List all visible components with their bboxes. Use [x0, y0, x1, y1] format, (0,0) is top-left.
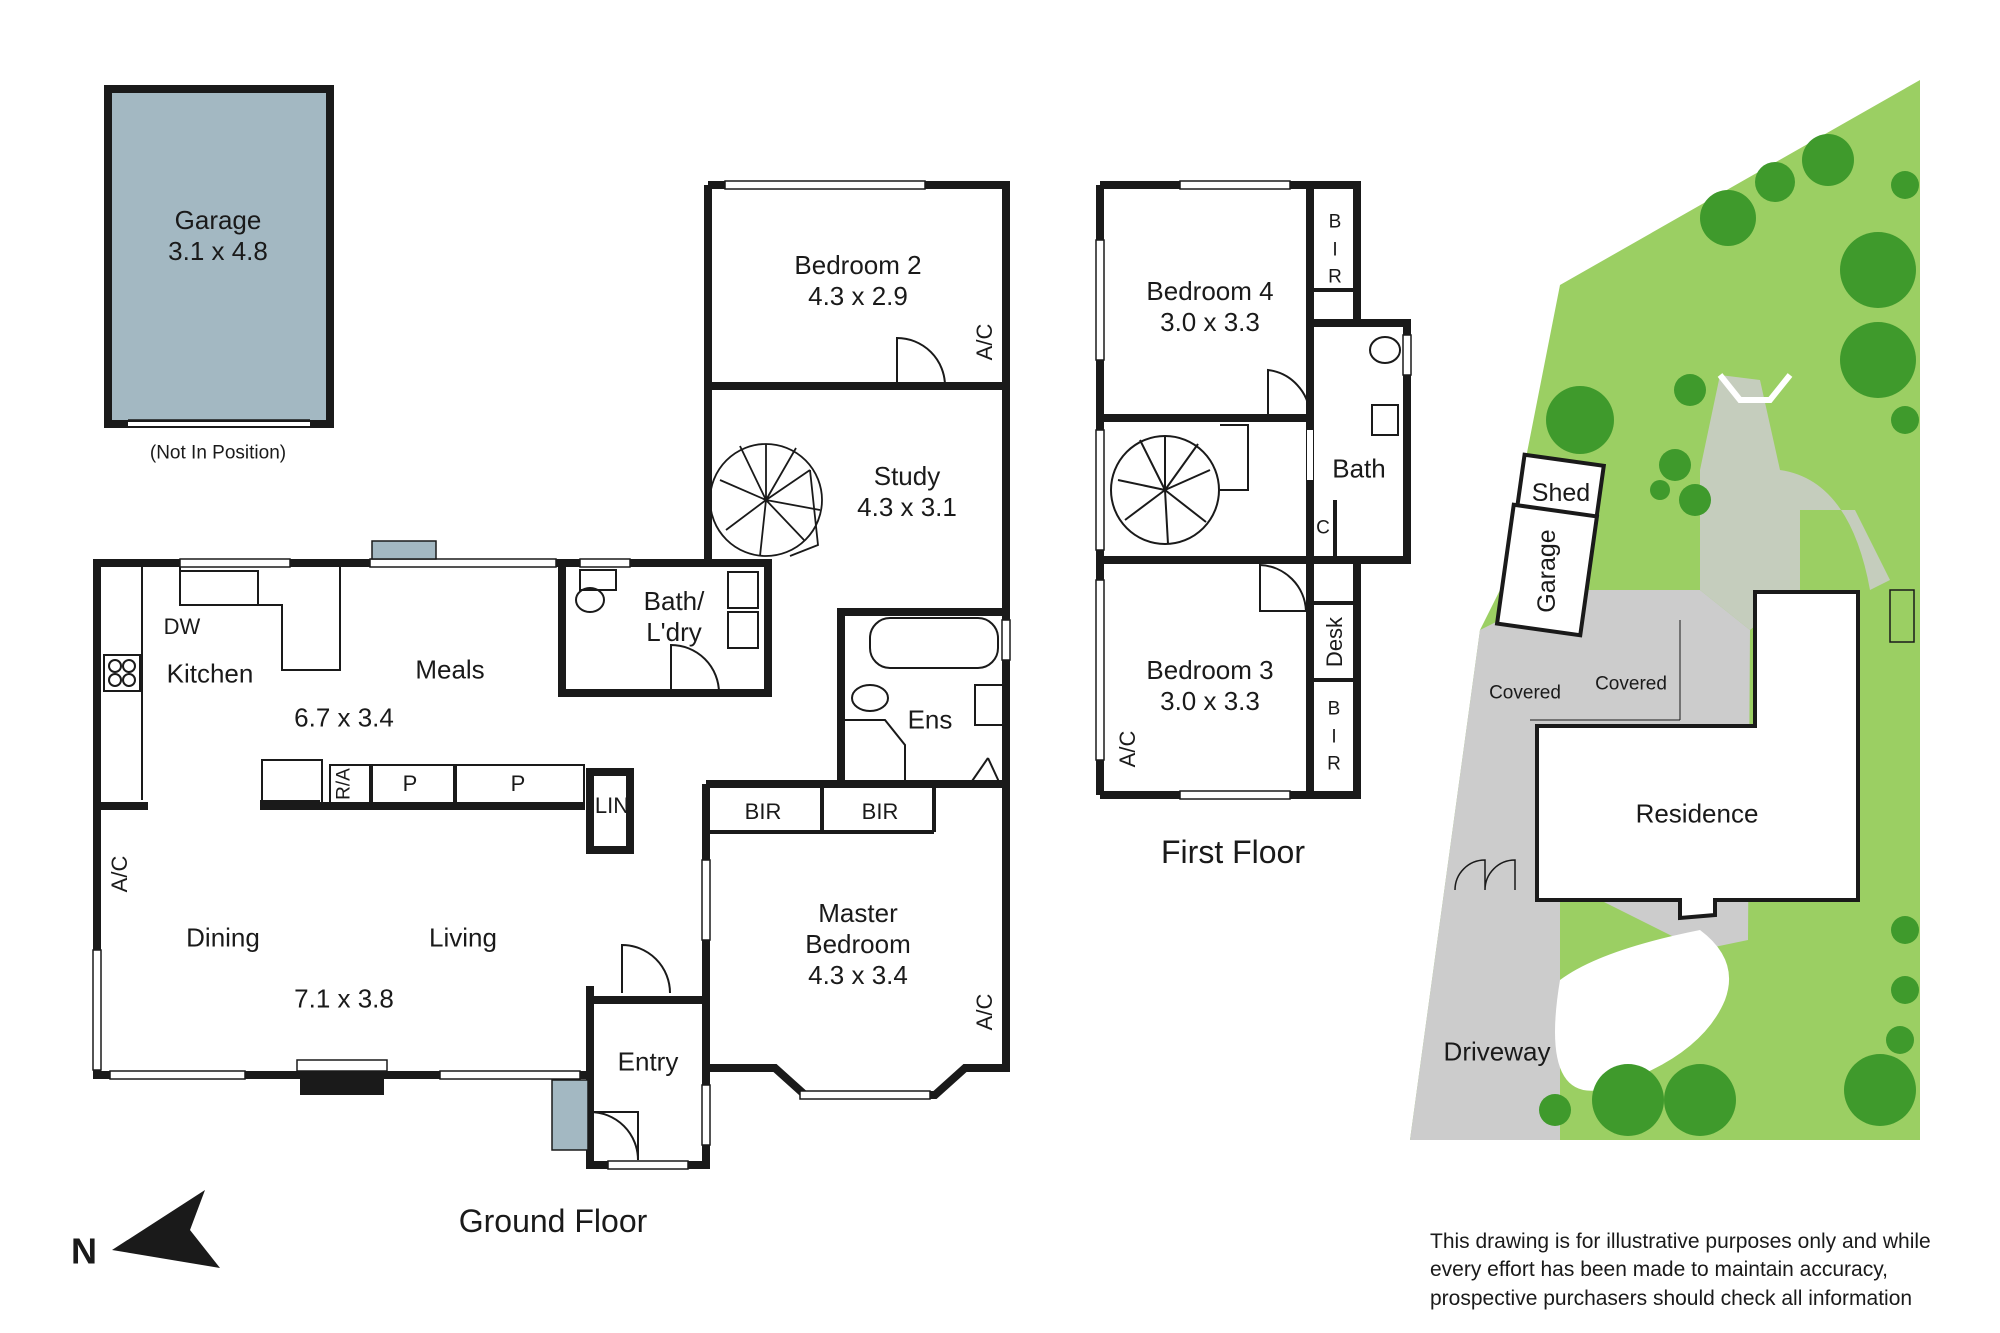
first-floor-title: First Floor — [1161, 833, 1305, 870]
range-alcove-label: R/A — [333, 768, 355, 800]
dining-living-size: 7.1 x 3.8 — [294, 983, 394, 1014]
bedroom3-name: Bedroom 3 — [1146, 654, 1274, 685]
kitchen-counters — [103, 567, 585, 806]
bedroom3-label: Bedroom 3 3.0 x 3.3 — [1146, 655, 1273, 717]
master-bedroom-label: Master Bedroom 4.3 x 3.4 — [805, 898, 911, 992]
ac-label-dining: A/C — [106, 855, 132, 893]
bath-laundry-line2: L'dry — [646, 617, 702, 647]
master-size: 4.3 x 3.4 — [808, 960, 908, 991]
spiral-stair-ground — [709, 443, 823, 557]
site-trees — [1539, 134, 1919, 1136]
bedroom2-label: Bedroom 2 4.3 x 2.9 — [794, 250, 921, 312]
ac-label-bedroom2: A/C — [971, 323, 997, 361]
site-driveway-label: Driveway — [1443, 1036, 1551, 1067]
bir-lower-label: B I R — [1327, 696, 1341, 779]
ground-floor-title: Ground Floor — [458, 1202, 648, 1239]
disclaimer-line-2: every effort has been made to maintain a… — [1430, 1258, 1888, 1282]
dishwasher-label: DW — [163, 613, 201, 639]
master-line2: Bedroom — [805, 929, 911, 960]
ground-floor-windows — [92, 180, 1011, 1170]
bir-lower-b: B — [1327, 698, 1341, 720]
bedroom4-label: Bedroom 4 3.0 x 3.3 — [1146, 276, 1273, 338]
disclaimer-line-1: This drawing is for illustrative purpose… — [1430, 1230, 1931, 1253]
study-label: Study 4.3 x 3.1 — [857, 461, 957, 523]
bedroom2-name: Bedroom 2 — [794, 249, 922, 280]
site-covered-label-1: Covered — [1489, 682, 1561, 704]
site-shed-label: Shed — [1531, 479, 1591, 507]
bath-laundry-line1: Bath/ — [643, 585, 705, 616]
bir-lower-i: I — [1331, 726, 1337, 748]
first-floor-fixtures — [1110, 336, 1401, 612]
compass-north-label: N — [71, 1230, 97, 1272]
living-name: Living — [429, 922, 497, 953]
bedroom4-size: 3.0 x 3.3 — [1160, 307, 1260, 337]
site-plan — [1410, 80, 1920, 1140]
site-garage — [1494, 502, 1600, 638]
site-covered-label-2: Covered — [1595, 673, 1667, 695]
cupboard-label: C — [1316, 517, 1330, 539]
ensuite-fixtures — [575, 569, 1004, 780]
bir-upper-label: B I R — [1328, 209, 1342, 292]
site-garage-label: Garage — [1533, 529, 1561, 613]
disclaimer: This drawing is for illustrative purpose… — [1430, 1228, 1990, 1313]
ensuite-name: Ens — [907, 704, 953, 735]
garage-block — [104, 85, 334, 428]
first-floor-bath-name: Bath — [1332, 453, 1386, 484]
meals-name: Meals — [415, 654, 485, 685]
site-residence-label: Residence — [1635, 798, 1759, 829]
bir-upper-r: R — [1328, 266, 1342, 288]
study-size: 4.3 x 3.1 — [857, 492, 957, 522]
bir-upper-b: B — [1328, 211, 1342, 233]
bedroom4-name: Bedroom 4 — [1146, 275, 1274, 306]
kitchen-meals-size: 6.7 x 3.4 — [294, 702, 394, 733]
bath-laundry-label: Bath/ L'dry — [644, 586, 705, 648]
desk-label: Desk — [1321, 616, 1347, 668]
garage-size: 3.1 x 4.8 — [168, 236, 268, 266]
bir-lower-r: R — [1327, 753, 1341, 775]
bir-upper-i: I — [1332, 239, 1338, 261]
north-arrow — [112, 1190, 220, 1268]
garage-name: Garage — [174, 204, 262, 235]
master-line1: Master — [818, 898, 898, 929]
ac-label-master: A/C — [971, 993, 997, 1031]
garage-note: (Not In Position) — [149, 442, 287, 464]
first-floor-windows — [1095, 180, 1412, 800]
pantry-label-2: P — [510, 770, 526, 796]
pantry-label-1: P — [402, 770, 418, 796]
ground-floor-doors — [589, 336, 1001, 1161]
kitchen-name: Kitchen — [166, 658, 254, 689]
bedroom2-size: 4.3 x 2.9 — [808, 281, 908, 311]
bir-label-2: BIR — [861, 798, 899, 824]
entry-name: Entry — [617, 1046, 679, 1077]
dining-name: Dining — [186, 922, 260, 953]
disclaimer-line-3: prospective purchasers should check all … — [1430, 1286, 1913, 1310]
bir-label-1: BIR — [744, 798, 782, 824]
garage-label: Garage 3.1 x 4.8 — [168, 205, 268, 267]
site-residence — [1535, 590, 1860, 921]
bedroom3-size: 3.0 x 3.3 — [1160, 686, 1260, 716]
ac-label-bedroom3: A/C — [1114, 730, 1140, 768]
linen-label: LIN — [594, 792, 630, 818]
study-name: Study — [873, 460, 941, 491]
